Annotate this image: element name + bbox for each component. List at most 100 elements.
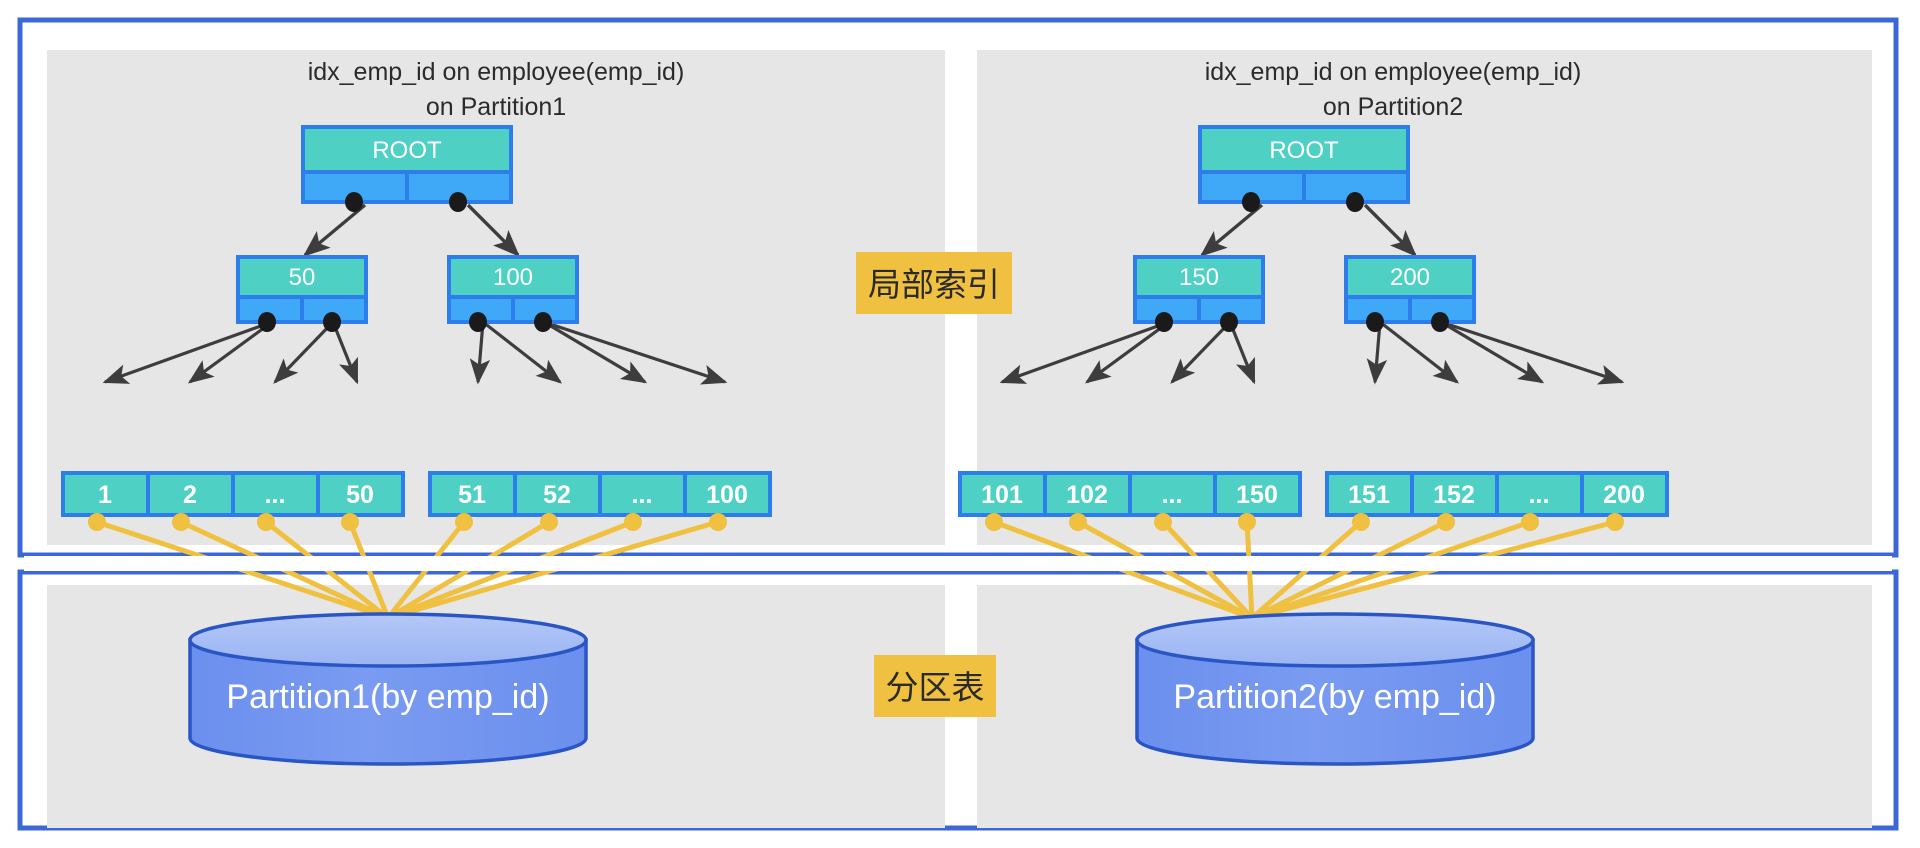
edge-node50-leaf4 bbox=[331, 321, 359, 385]
link-dot2-0-3 bbox=[1238, 513, 1256, 531]
tree1-internal-node-1[interactable]: 100 bbox=[447, 255, 579, 332]
edge-node50-leaf3 bbox=[273, 320, 335, 384]
tree2-node1-dot-left bbox=[1366, 312, 1384, 332]
partition-table-badge-label: 分区表 bbox=[886, 668, 985, 707]
link-dot2-0-1 bbox=[1069, 513, 1087, 531]
tree2-internal-node-0[interactable]: 150 bbox=[1133, 255, 1265, 332]
edge-node100-leaf3 bbox=[543, 320, 648, 384]
tree2-leaf-1-1[interactable] bbox=[1410, 471, 1499, 517]
tree1-node0-header bbox=[236, 255, 368, 299]
local-index-badge-label: 局部索引 bbox=[868, 265, 1000, 304]
tree2-leaf-1-1-label: 152 bbox=[1433, 481, 1475, 509]
edge-node150-leaf3 bbox=[1170, 320, 1232, 384]
tree2-leaf-0-1-label: 102 bbox=[1066, 481, 1108, 509]
link-dot2-1-3 bbox=[1606, 513, 1624, 531]
tree2-internal-node-1[interactable]: 200 bbox=[1344, 255, 1476, 332]
tree1-leaf-0-1-label: 2 bbox=[183, 481, 197, 509]
tree2-node1-dot-right bbox=[1431, 312, 1449, 332]
link-dot-1-0 bbox=[455, 513, 473, 531]
tree1-leaf-group-1[interactable]: 51 52 ... 100 bbox=[428, 471, 772, 517]
link-dot-1-1 bbox=[540, 513, 558, 531]
local-index-badge[interactable]: 局部索引 bbox=[856, 252, 1012, 314]
tree2-leaf-1-0[interactable] bbox=[1325, 471, 1414, 517]
edge-node200-leaf3 bbox=[1440, 320, 1545, 384]
tree1-leaf-1-2[interactable] bbox=[598, 471, 687, 517]
edge-node150-leaf1 bbox=[999, 320, 1170, 384]
cylinder2-label: Partition2(by emp_id) bbox=[1173, 678, 1496, 716]
link-dot-0-2 bbox=[257, 513, 275, 531]
tree1-leaf-0-3[interactable] bbox=[316, 471, 405, 517]
tree1-node0-label: 50 bbox=[289, 264, 316, 291]
edge-node200-leaf1 bbox=[1366, 321, 1388, 385]
tree1-leaf-1-3[interactable] bbox=[683, 471, 772, 517]
tree2-leaf-1-2[interactable] bbox=[1495, 471, 1584, 517]
tree1-internal-node-0[interactable]: 50 bbox=[236, 255, 368, 332]
link-dot-0-3 bbox=[341, 513, 359, 531]
partition-table-badge[interactable]: 分区表 bbox=[874, 655, 996, 717]
tree2-leaf-1-2-label: ... bbox=[1529, 481, 1550, 509]
link-dot2-1-0 bbox=[1352, 513, 1370, 531]
edge-node100-leaf2 bbox=[482, 320, 563, 384]
edge-node50-leaf2 bbox=[187, 320, 273, 384]
tree1-leaf-0-2-label: ... bbox=[265, 481, 286, 509]
local-index-badge-bg bbox=[856, 252, 1012, 314]
edge-node200-leaf4 bbox=[1440, 320, 1625, 385]
edge-root-to-node200 bbox=[1363, 203, 1417, 257]
cylinder1-top bbox=[188, 612, 588, 668]
tree2-node0-dot-right bbox=[1220, 312, 1238, 332]
link-dot2-0-0 bbox=[985, 513, 1003, 531]
edge-node50-leaf1 bbox=[102, 320, 273, 384]
tree2-title-line1: idx_emp_id on employee(emp_id) bbox=[1205, 58, 1582, 86]
tree1-leaf-1-1-label: 52 bbox=[543, 481, 571, 509]
edge-node150-leaf2 bbox=[1084, 320, 1170, 384]
tree1-title-line1: idx_emp_id on employee(emp_id) bbox=[308, 58, 685, 86]
tree1-node1-dot-left bbox=[469, 312, 487, 332]
tree2-leaf-0-2-label: ... bbox=[1162, 481, 1183, 509]
tree2-node1-label: 200 bbox=[1390, 264, 1430, 291]
edge-root-to-node50 bbox=[302, 203, 367, 257]
link-dot2-1-2 bbox=[1521, 513, 1539, 531]
table-section-frame bbox=[17, 569, 1899, 831]
tree1-leaf-1-0[interactable] bbox=[428, 471, 517, 517]
cylinder1-label: Partition1(by emp_id) bbox=[226, 678, 549, 716]
cylinder-partition2[interactable]: Partition2(by emp_id) bbox=[1135, 612, 1535, 766]
cylinder2-top bbox=[1135, 612, 1535, 668]
tree2-leaf-0-1[interactable] bbox=[1043, 471, 1132, 517]
tree1-root-node[interactable]: ROOT bbox=[301, 125, 513, 212]
tree2-leaf-0-2[interactable] bbox=[1128, 471, 1217, 517]
tree2-leaf-group-0[interactable]: 101 102 ... 150 bbox=[958, 471, 1302, 517]
tree2-root-node[interactable]: ROOT bbox=[1198, 125, 1410, 212]
tree1-leaf-group-0[interactable]: 1 2 ... 50 bbox=[61, 471, 405, 517]
tree2-leaf-0-3-label: 150 bbox=[1236, 481, 1278, 509]
link-dot2-1-1 bbox=[1437, 513, 1455, 531]
index-section-frame bbox=[17, 17, 1899, 558]
tree2-leaf-0-0-label: 101 bbox=[981, 481, 1023, 509]
tree1-leaf-1-3-label: 100 bbox=[706, 481, 748, 509]
tree1-root-label: ROOT bbox=[372, 137, 442, 164]
tree1-node1-dot-right bbox=[534, 312, 552, 332]
tree1-node1-label: 100 bbox=[493, 264, 533, 291]
tree2-leaf-group-1[interactable]: 151 152 ... 200 bbox=[1325, 471, 1669, 517]
tree2-leaf-1-0-label: 151 bbox=[1348, 481, 1390, 509]
edge-node150-leaf4 bbox=[1228, 321, 1256, 385]
link-dot-0-1 bbox=[172, 513, 190, 531]
edge-node100-leaf1 bbox=[469, 321, 491, 385]
link-dot-1-3 bbox=[709, 513, 727, 531]
edge-node200-leaf2 bbox=[1379, 320, 1460, 384]
link-dot-0-0 bbox=[88, 513, 106, 531]
tree2-leaf-1-3[interactable] bbox=[1580, 471, 1669, 517]
edge-node100-leaf4 bbox=[543, 320, 728, 385]
cylinder2-body bbox=[1135, 638, 1535, 766]
edge-root-to-node100 bbox=[466, 203, 520, 257]
tree2-node0-header bbox=[1133, 255, 1265, 299]
tree1-leaf-1-0-label: 51 bbox=[458, 481, 486, 509]
tree2-leaf-0-3[interactable] bbox=[1213, 471, 1302, 517]
cylinder-partition1[interactable]: Partition1(by emp_id) bbox=[188, 612, 588, 766]
tree2-node0-dot-left bbox=[1155, 312, 1173, 332]
tree-partition2: idx_emp_id on employee(emp_id) on Partit… bbox=[958, 58, 1669, 621]
tree1-root-dot-right bbox=[449, 192, 467, 212]
tree1-leaf-0-0-label: 1 bbox=[98, 481, 112, 509]
tree1-node0-dot-left bbox=[258, 312, 276, 332]
tree2-node0-label: 150 bbox=[1179, 264, 1219, 291]
